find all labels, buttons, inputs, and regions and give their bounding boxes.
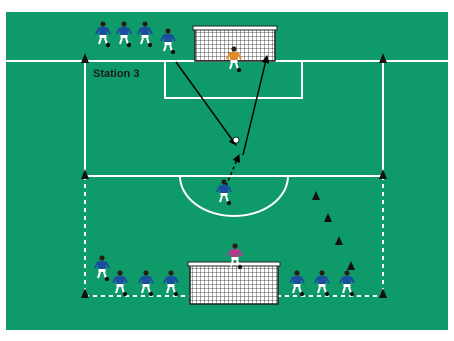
bottom-goal-net-icon — [188, 262, 280, 304]
ball-icon — [233, 137, 239, 143]
station-label: Station 3 — [93, 68, 139, 80]
